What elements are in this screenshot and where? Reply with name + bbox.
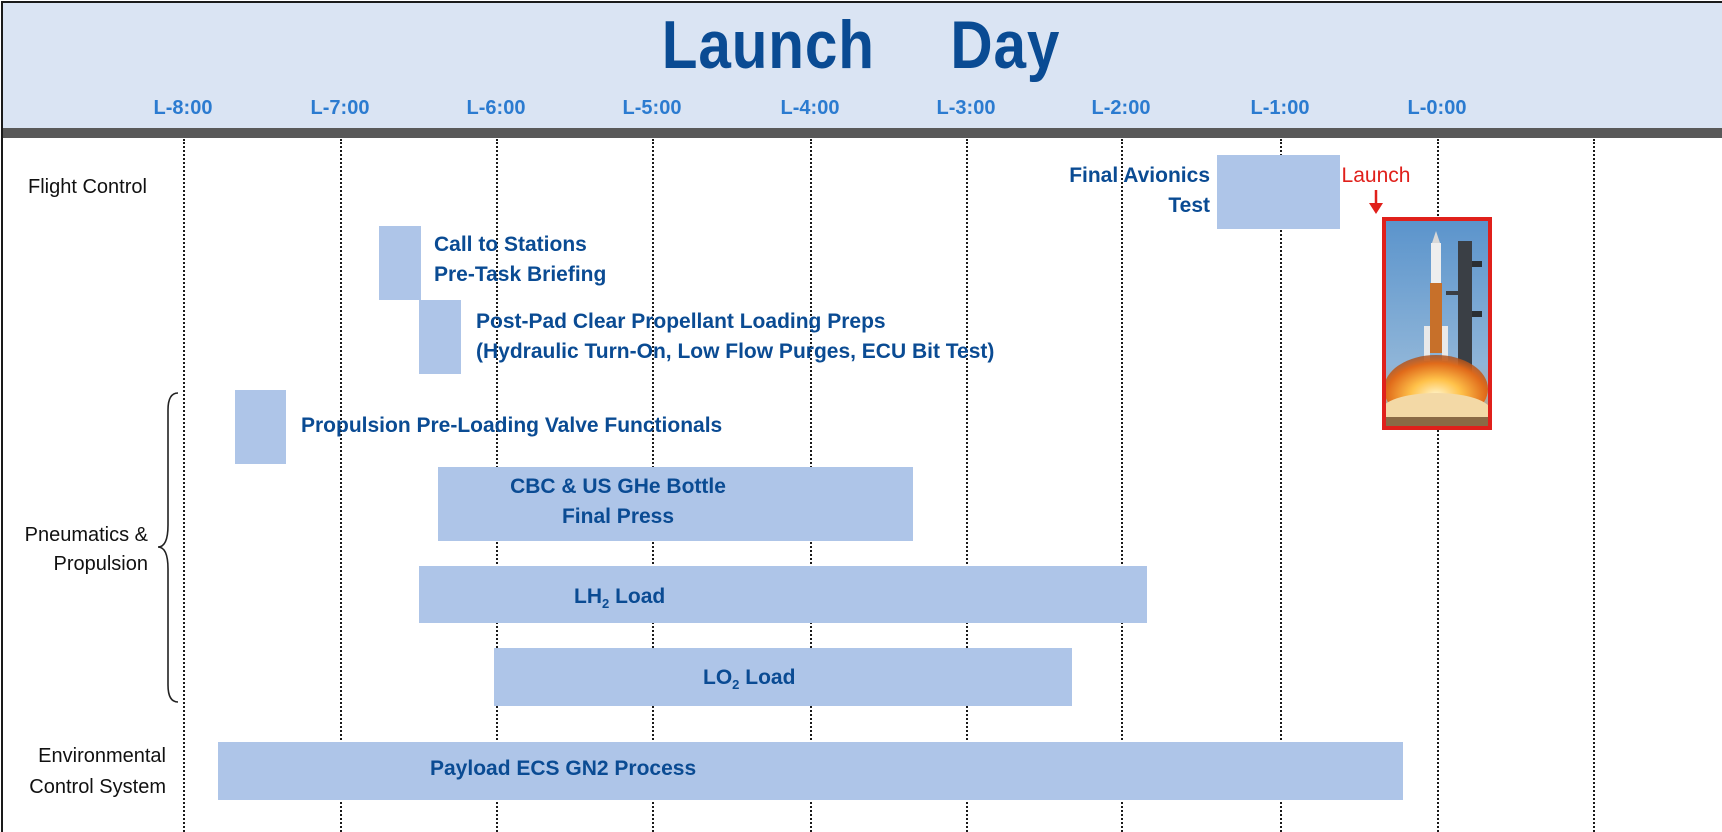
arrow-down-icon	[1369, 190, 1383, 214]
category-pneumatics-line2: Propulsion	[53, 553, 148, 575]
activity-label: Payload ECS GN2 Process	[430, 757, 697, 780]
category-brace	[157, 392, 179, 703]
category-flight-control: Flight Control	[28, 176, 147, 198]
time-tick-label: L-3:00	[936, 97, 996, 119]
activity-label-lo2: LO2 Load	[703, 666, 796, 693]
time-tick-label: L-5:00	[622, 97, 682, 119]
time-tick-label: L-1:00	[1250, 97, 1310, 119]
activity-label: Test	[1168, 194, 1210, 217]
time-tick-label: L-6:00	[466, 97, 526, 119]
time-gridline	[1121, 139, 1123, 832]
time-gridline	[1280, 139, 1282, 832]
activity-label: Final Press	[561, 505, 675, 528]
activity-bar-lh2-load	[419, 566, 1147, 623]
launch-label: Launch	[1341, 164, 1411, 187]
time-tick-label: L-0:00	[1407, 97, 1467, 119]
activity-label: Propulsion Pre-Loading Valve Functionals	[301, 414, 723, 437]
time-tick-label: L-4:00	[780, 97, 840, 119]
time-gridline	[1593, 139, 1595, 832]
activity-bar-final-avionics	[1217, 155, 1340, 229]
activity-label: Post-Pad Clear Propellant Loading Preps	[476, 310, 886, 333]
time-gridline	[183, 139, 185, 832]
time-tick-label: L-7:00	[310, 97, 370, 119]
category-ecs-line2: Control System	[29, 776, 166, 798]
activity-bar-lo2-load	[494, 648, 1072, 706]
activity-bar-post-pad-clear	[419, 300, 461, 374]
header-divider	[3, 128, 1722, 138]
time-tick-label: L-2:00	[1091, 97, 1151, 119]
rocket-launch-image	[1382, 217, 1492, 430]
activity-label: CBC & US GHe Bottle	[510, 475, 726, 498]
category-pneumatics-line1: Pneumatics &	[24, 524, 148, 546]
header-band	[3, 3, 1722, 128]
activity-label: Final Avionics	[1069, 164, 1210, 187]
time-gridline	[340, 139, 342, 832]
activity-bar-call-to-stations	[379, 226, 421, 300]
time-gridline	[1437, 139, 1439, 832]
activity-bar-ghe-bottle	[438, 467, 913, 541]
activity-label: Pre-Task Briefing	[434, 263, 607, 286]
rocket-launch-illustration	[1386, 221, 1488, 426]
activity-label: Call to Stations	[434, 233, 587, 256]
activity-label: (Hydraulic Turn-On, Low Flow Purges, ECU…	[476, 340, 995, 363]
activity-label-lh2: LH2 Load	[574, 585, 666, 612]
page-title: Launch Day	[661, 7, 1061, 83]
time-tick-label: L-8:00	[153, 97, 213, 119]
category-ecs-line1: Environmental	[38, 745, 166, 767]
activity-bar-payload-ecs	[218, 742, 1403, 800]
activity-bar-propulsion-preloading	[235, 390, 286, 464]
time-gridline	[966, 139, 968, 832]
